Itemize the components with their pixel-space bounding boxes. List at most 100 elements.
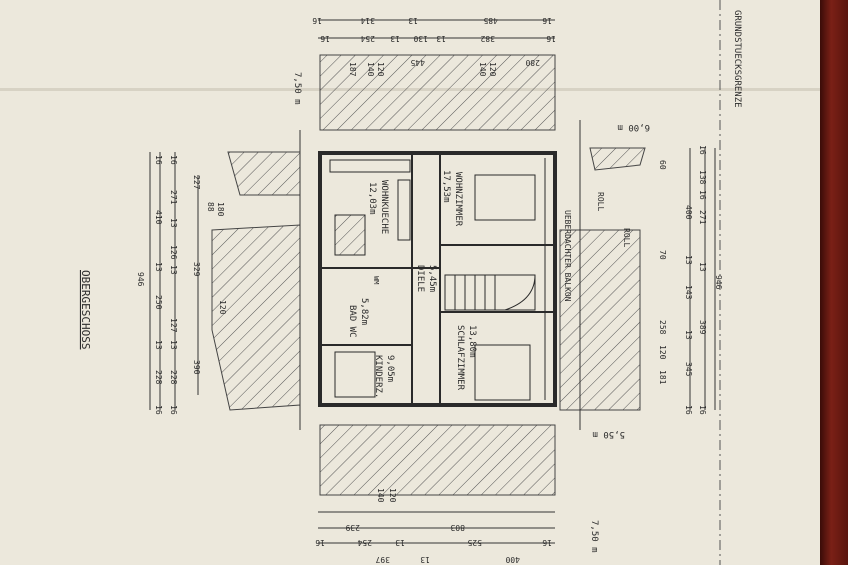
dim-label: 140 (376, 488, 385, 503)
outer-wall (318, 151, 557, 407)
hatched-area-right-top (589, 147, 646, 171)
room-name-diele: DIELE (415, 265, 425, 292)
dim-label: 120 (376, 62, 385, 77)
dim-label: 140 (478, 62, 487, 77)
boundary-label: GRUNDSTUECKSGRENZE (732, 10, 742, 108)
dim-label: 13 (436, 34, 446, 43)
dim-label: 88 (206, 202, 215, 212)
hatched-area-left (211, 224, 301, 411)
room-name-wohnkueche: WOHNKUECHE (379, 180, 389, 234)
dim-label: 16 (315, 538, 325, 547)
dim-label: 390 (192, 360, 201, 375)
distance-label: 6,00 m (617, 122, 650, 132)
room-name-wohnzimmer: WOHNZIMMER (453, 172, 463, 227)
dim-label: 400 (505, 555, 520, 564)
dim-label: 16 (169, 155, 178, 165)
dim-label: 16 (320, 34, 330, 43)
distance-label: 5,50 m (592, 429, 625, 439)
table-edge (820, 0, 848, 565)
dim-label: 228 (169, 370, 178, 385)
hatched-area-left-top (227, 151, 301, 196)
note-roll-1: ROLL (596, 192, 605, 211)
dim-label: 120 (218, 300, 227, 315)
dims-top: 16 314 13 485 16 16 254 13 130 13 382 16 (312, 16, 556, 43)
dim-label: 16 (542, 538, 552, 547)
dim-label: 345 (684, 362, 693, 377)
dim-label: 130 (413, 34, 428, 43)
dim-label: 445 (410, 58, 425, 67)
dim-label: 16 (684, 405, 693, 415)
dim-label: 181 (658, 370, 667, 385)
dim-label: 187 (348, 62, 357, 77)
distance-label: 7,50 m (292, 72, 302, 105)
dim-label: 329 (192, 262, 201, 277)
paper-sheet: 16 314 13 485 16 16 254 13 130 13 382 16… (0, 0, 820, 565)
dim-label: 16 (312, 16, 322, 25)
dim-label: 250 (154, 295, 163, 310)
room-area-diele: 5,45m (427, 265, 437, 292)
dim-label: 13 (420, 555, 430, 564)
dim-label: 946 (714, 275, 723, 290)
dim-label: 120 (388, 488, 397, 503)
dim-label: 397 (375, 555, 390, 564)
dim-label: 16 (698, 190, 707, 200)
dim-label: 13 (698, 262, 707, 272)
dim-label: 239 (345, 523, 360, 532)
dims-windows: 187 140 120 445 140 120 280 140 120 (348, 58, 540, 503)
dim-label: 180 (216, 202, 225, 217)
dim-label: 16 (546, 34, 556, 43)
dim-label: 13 (684, 255, 693, 265)
note-roll-2: ROLL (622, 228, 631, 247)
dim-label: 16 (698, 145, 707, 155)
dim-label: 258 (658, 320, 667, 335)
dim-label: 143 (684, 285, 693, 300)
note-wm: WM (372, 276, 380, 284)
dim-label: 13 (395, 538, 405, 547)
room-area-wohnkueche: 12,03m (367, 182, 377, 215)
dimension-lines (149, 19, 716, 544)
room-area-bad: 5,82m (359, 298, 369, 325)
dim-label: 126 (169, 245, 178, 260)
dims-bottom: 239 803 16 254 13 525 16 397 13 400 (315, 523, 552, 564)
dim-label: 138 (698, 170, 707, 185)
headings: OBERGESCHOSS GRUNDSTUECKSGRENZE 7,50 m 6… (79, 10, 742, 553)
dim-label: 13 (408, 16, 418, 25)
drawing-title: OBERGESCHOSS (79, 270, 92, 349)
dim-label: 803 (450, 523, 465, 532)
dim-label: 70 (658, 250, 667, 260)
dim-label: 254 (360, 34, 375, 43)
room-area-kinderzimmer: 9,05m (385, 355, 395, 382)
room-area-wohnzimmer: 17,53m (441, 170, 451, 203)
dim-label: 16 (169, 405, 178, 415)
dim-label: 946 (136, 272, 145, 287)
room-area-schlafzimmer: 13,80m (467, 325, 477, 358)
building-walls (318, 151, 557, 407)
room-labels: WOHNKUECHE 12,03m WOHNZIMMER 17,53m DIEL… (347, 170, 631, 398)
hatched-area-bottom (319, 424, 556, 496)
room-name-bad: BAD WC (347, 305, 357, 338)
dim-label: 13 (684, 330, 693, 340)
room-name-kinderzimmer: KINDERZ. (373, 355, 383, 398)
dim-label: 127 (169, 318, 178, 333)
dim-label: 13 (154, 340, 163, 350)
room-name-balkon: UEBERDACHTER BALKON (563, 210, 572, 302)
dim-label: 16 (154, 405, 163, 415)
dim-label: 60 (658, 160, 667, 170)
dim-label: 16 (154, 155, 163, 165)
hatched-area-top (319, 54, 556, 131)
dim-label: 120 (488, 62, 497, 77)
dim-label: 314 (360, 16, 375, 25)
floor-plan-drawing: 16 314 13 485 16 16 254 13 130 13 382 16… (79, 0, 742, 565)
dim-label: 271 (698, 210, 707, 225)
dim-label: 254 (357, 538, 372, 547)
dim-label: 16 (542, 16, 552, 25)
dim-label: 525 (467, 538, 482, 547)
dims-left: 16 410 13 250 13 228 16 16 271 13 126 13… (136, 155, 227, 415)
dim-label: 382 (480, 34, 495, 43)
dim-label: 13 (169, 265, 178, 275)
dims-right: 16 138 16 271 13 389 16 400 13 143 13 34… (658, 145, 723, 415)
dim-label: 410 (154, 210, 163, 225)
dim-label: 13 (169, 340, 178, 350)
dim-label: 280 (525, 58, 540, 67)
dim-label: 228 (154, 370, 163, 385)
